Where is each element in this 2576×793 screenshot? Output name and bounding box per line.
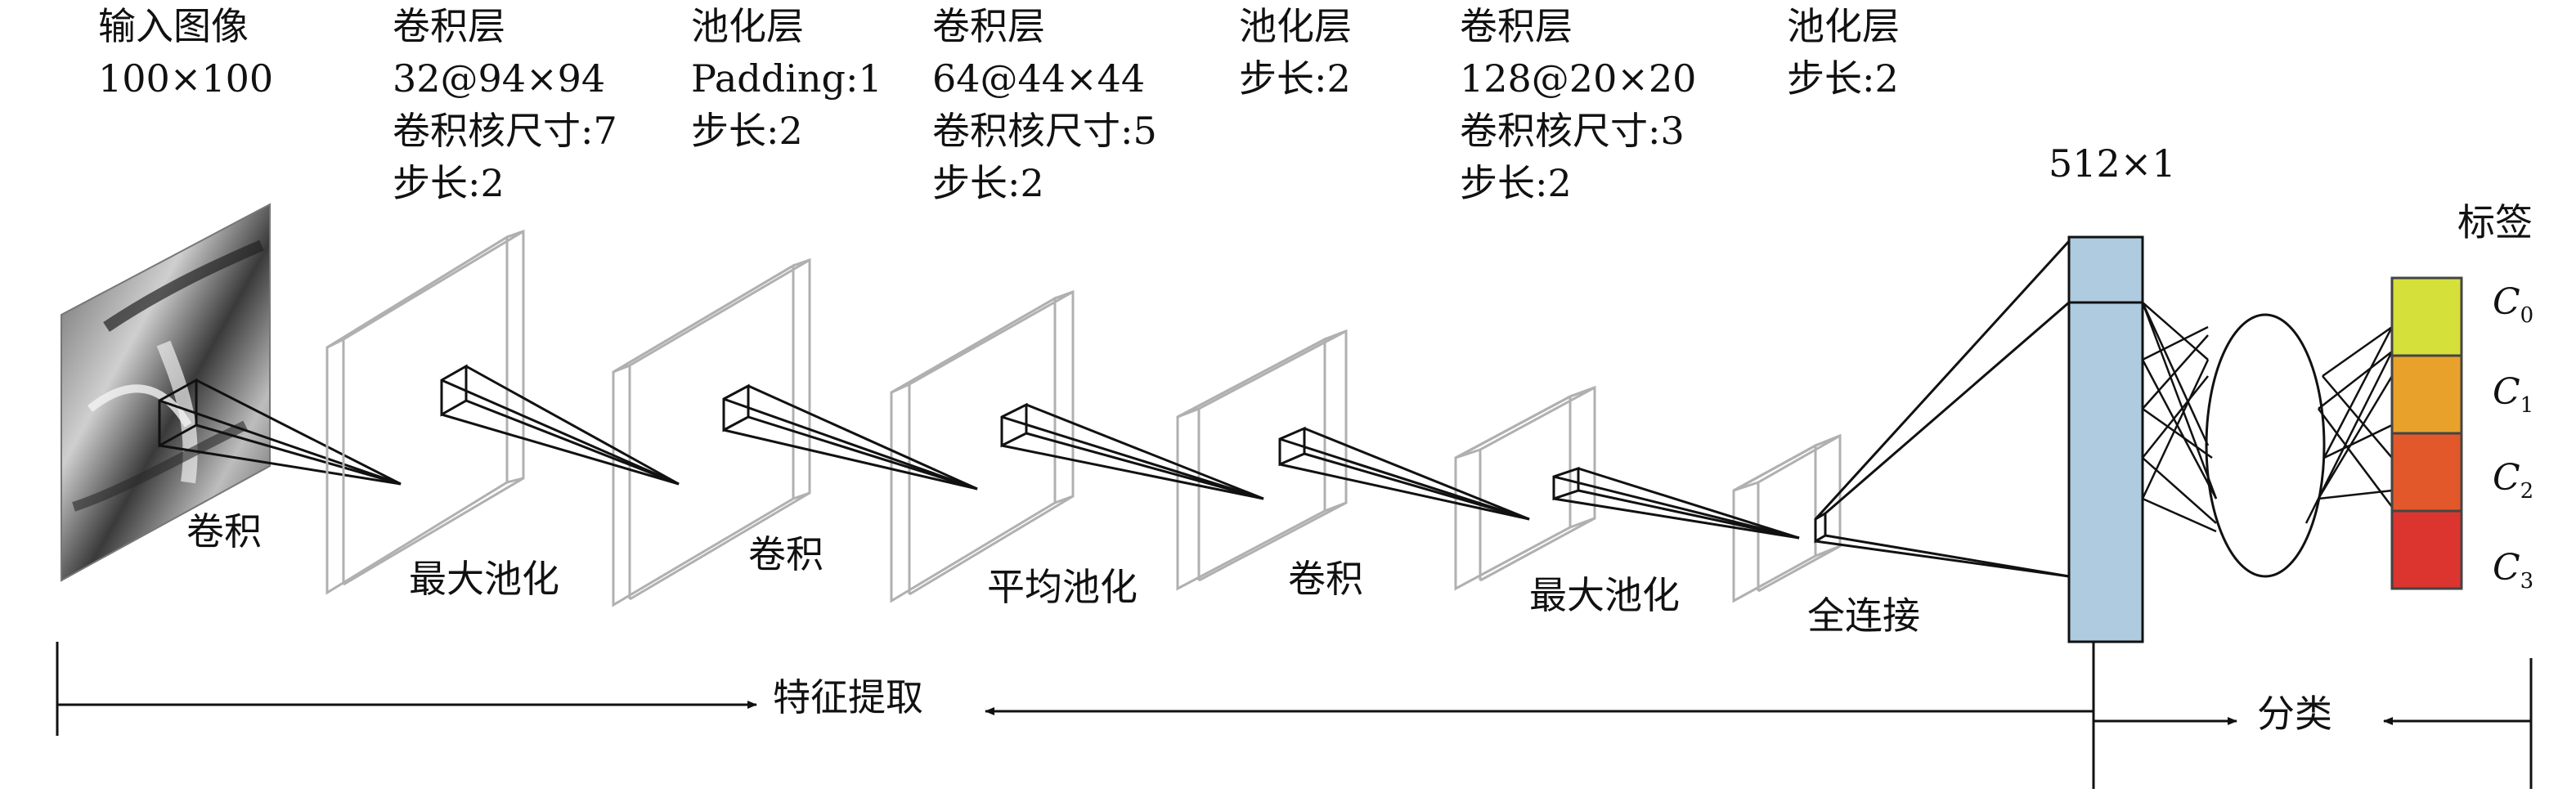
header-conv1-line-3: 步长:2 xyxy=(393,161,505,205)
kernel-pyramid-5 xyxy=(1278,426,1530,521)
class-letter: C xyxy=(2493,371,2520,413)
class-label-c0: C0 xyxy=(2493,282,2533,336)
class-label-c2: C2 xyxy=(2493,458,2533,512)
header-conv3-line-2: 卷积核尺寸:3 xyxy=(1460,109,1685,153)
header-conv3-line-3: 步长:2 xyxy=(1460,161,1572,205)
header-conv2-line-3: 步长:2 xyxy=(932,161,1044,205)
feature-map-box-5 xyxy=(1454,385,1596,591)
label-title: 标签 xyxy=(2457,200,2533,244)
class-letter: C xyxy=(2493,547,2520,589)
feature-map-box-2 xyxy=(612,258,811,607)
header-pool1-line-2: 步长:2 xyxy=(691,109,803,153)
header-conv1-line-1: 32@94×94 xyxy=(393,56,606,101)
header-pool2: 池化层 步长:2 xyxy=(1239,0,1352,105)
class-label-stack xyxy=(2390,276,2463,590)
header-conv2-line-2: 卷积核尺寸:5 xyxy=(932,109,1157,153)
header-input: 输入图像 100×100 xyxy=(98,0,273,105)
feature-map-box-3 xyxy=(890,289,1075,603)
op-label-maxpool-1: 最大池化 xyxy=(409,557,559,601)
op-label-conv-2: 卷积 xyxy=(748,532,824,576)
header-pool2-line-1: 步长:2 xyxy=(1239,56,1351,101)
class-subscript: 3 xyxy=(2520,568,2534,594)
header-input-line-0: 输入图像 xyxy=(98,4,249,48)
fc-size-label: 512×1 xyxy=(2049,141,2176,186)
header-conv2-line-1: 64@44×44 xyxy=(932,56,1146,101)
class-subscript: 0 xyxy=(2520,302,2534,328)
class-subscript: 2 xyxy=(2520,478,2534,504)
section-label-feature-extraction: 特征提取 xyxy=(773,675,923,719)
feature-map-box-4 xyxy=(1176,329,1348,591)
header-conv1-line-0: 卷积层 xyxy=(393,4,505,48)
header-conv1-line-2: 卷积核尺寸:7 xyxy=(393,109,617,153)
header-conv2: 卷积层 64@44×44 卷积核尺寸:5 步长:2 xyxy=(932,0,1157,209)
header-pool3-line-1: 步长:2 xyxy=(1787,56,1899,101)
fc-connection-lines xyxy=(1814,240,2071,578)
class-letter: C xyxy=(2493,281,2520,323)
fc-vector xyxy=(2067,235,2144,643)
op-label-avgpool: 平均池化 xyxy=(987,565,1138,609)
header-pool1: 池化层 Padding:1 步长:2 xyxy=(691,0,882,157)
kernel-pyramid-6 xyxy=(1552,466,1800,540)
feature-map-box-1 xyxy=(325,229,525,595)
section-label-classification: 分类 xyxy=(2257,692,2332,736)
hidden-layer-ellipse xyxy=(2205,313,2326,578)
input-image xyxy=(61,203,271,582)
kernel-pyramid-3 xyxy=(722,383,978,491)
class-letter: C xyxy=(2493,457,2520,499)
header-pool3: 池化层 步长:2 xyxy=(1787,0,1900,105)
header-pool1-line-1: Padding:1 xyxy=(691,56,882,101)
op-label-maxpool-2: 最大池化 xyxy=(1529,573,1680,617)
header-input-line-1: 100×100 xyxy=(98,56,274,101)
op-label-conv-3: 卷积 xyxy=(1288,557,1363,601)
kernel-pyramid-4 xyxy=(1000,402,1264,500)
class-label-c1: C1 xyxy=(2493,372,2533,426)
kernel-pyramid-1 xyxy=(158,378,402,486)
header-conv2-line-0: 卷积层 xyxy=(932,4,1045,48)
class-label-c3: C3 xyxy=(2493,548,2533,602)
header-conv3-line-0: 卷积层 xyxy=(1460,4,1573,48)
kernel-pyramid-2 xyxy=(440,364,680,486)
op-label-conv-1: 卷积 xyxy=(186,509,262,553)
classifier-connections xyxy=(2141,302,2394,533)
header-pool3-line-0: 池化层 xyxy=(1787,4,1900,48)
header-conv3: 卷积层 128@20×20 卷积核尺寸:3 步长:2 xyxy=(1460,0,1696,209)
header-conv1: 卷积层 32@94×94 卷积核尺寸:7 步长:2 xyxy=(393,0,617,209)
header-conv3-line-1: 128@20×20 xyxy=(1460,56,1697,101)
header-pool2-line-0: 池化层 xyxy=(1239,4,1352,48)
op-label-fully-connected: 全连接 xyxy=(1807,594,1920,638)
section-arrows xyxy=(56,642,2533,789)
header-pool1-line-0: 池化层 xyxy=(691,4,804,48)
class-subscript: 1 xyxy=(2520,392,2534,418)
